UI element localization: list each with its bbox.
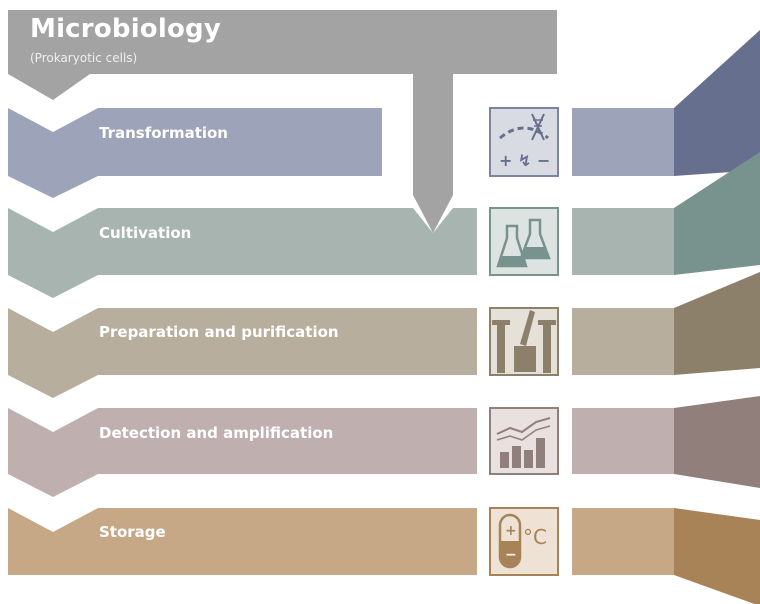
bar-chart-trend-icon — [496, 417, 551, 468]
side-bar-storage — [572, 508, 674, 575]
side-wing-preparation — [674, 272, 760, 375]
step-band-cultivation — [8, 208, 477, 298]
side-bar-transformation — [572, 108, 674, 176]
side-bar-detection — [572, 408, 674, 474]
side-wing-storage — [674, 508, 760, 604]
side-wing-detection — [674, 396, 760, 488]
side-bar-cultivation — [572, 208, 674, 275]
thermometer-celsius-icon — [498, 513, 522, 569]
flasks-icon — [496, 218, 551, 268]
step-label-storage: Storage — [99, 523, 166, 541]
side-wing-transformation — [674, 30, 760, 176]
step-band-transformation — [8, 108, 382, 198]
step-label-transformation: Transformation — [99, 124, 228, 142]
page-title: Microbiology — [30, 14, 222, 44]
header-bar — [8, 10, 557, 233]
celsius-text: °C — [523, 525, 547, 549]
tubes-pipette-icon — [492, 310, 556, 373]
thermometer-plus: + — [505, 523, 517, 539]
step-band-storage — [8, 508, 477, 575]
step-band-detection — [8, 408, 477, 497]
electroporation-symbols: + ↯ − — [499, 151, 550, 170]
step-label-detection: Detection and amplification — [99, 424, 334, 442]
step-label-preparation: Preparation and purification — [99, 323, 339, 341]
step-label-cultivation: Cultivation — [99, 224, 192, 242]
icon-box-transformation — [489, 107, 559, 177]
side-bar-preparation — [572, 308, 674, 375]
thermometer-minus: − — [505, 547, 517, 563]
electroporation-dna-icon — [499, 113, 549, 141]
page-subtitle: (Prokaryotic cells) — [30, 51, 138, 65]
side-wing-cultivation — [674, 152, 760, 275]
step-band-preparation — [8, 308, 477, 398]
